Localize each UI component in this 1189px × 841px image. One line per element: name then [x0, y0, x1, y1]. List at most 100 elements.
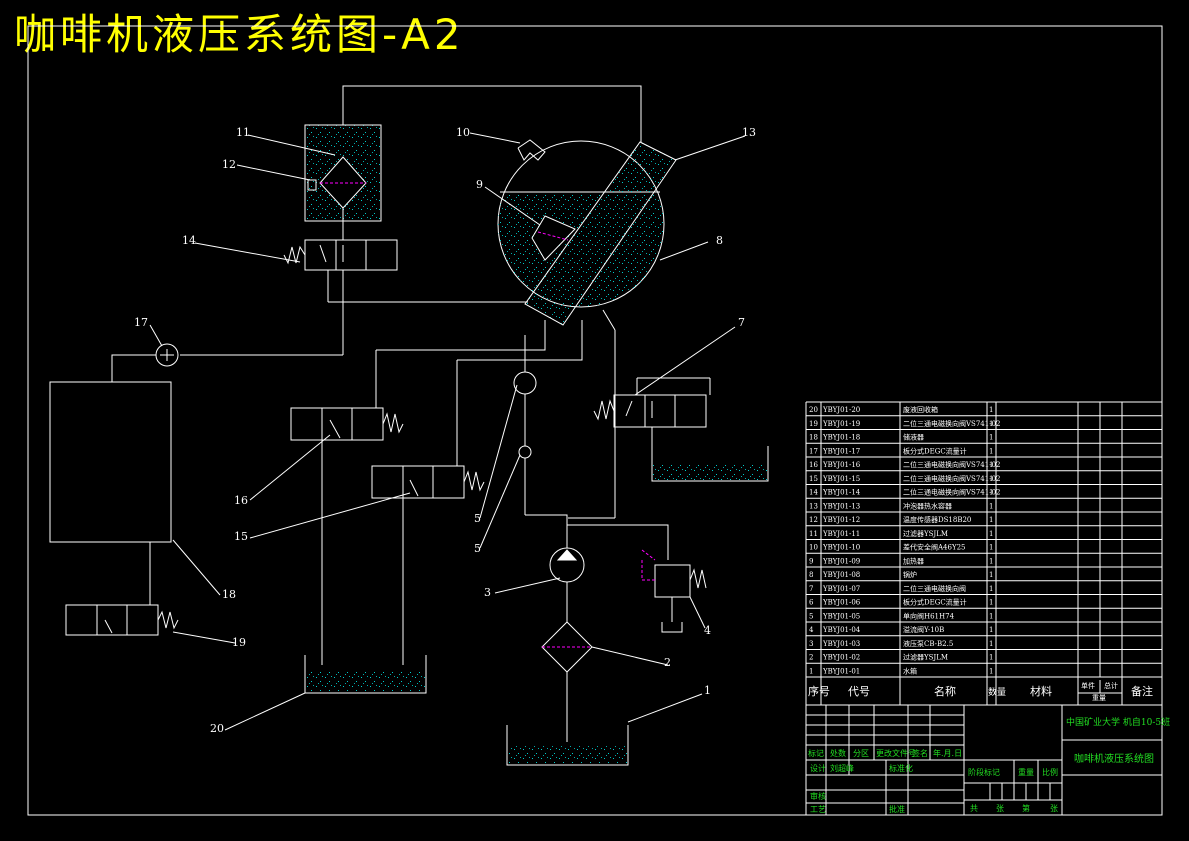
bom-cell-qty: 1	[989, 530, 993, 538]
bom-cell-code: YBYJ01-07	[822, 585, 860, 593]
callout: 20	[210, 722, 224, 735]
callout-numbers: 1 2 3 4 5 5 7 8 9 10 11 12 13 14 15 16 1…	[134, 126, 756, 735]
bom-cell-qty: 1	[989, 557, 993, 565]
flowmeter-6	[513, 371, 537, 395]
bom-cell-code: YBYJ01-02	[822, 654, 860, 662]
tb-sign: 签名	[912, 748, 928, 758]
check-valve-5	[518, 445, 532, 459]
bom-cell-no: 8	[809, 571, 813, 579]
callout: 14	[182, 234, 196, 247]
tb-review: 审核	[810, 791, 826, 801]
tb-sheetunit: 张	[996, 804, 1004, 813]
bom-header-total: 总计	[1104, 681, 1118, 690]
bom-cell-no: 5	[809, 612, 813, 620]
bom-cell-name: 板分式DEGC流量计	[903, 446, 967, 455]
bom-cell-code: YBYJ01-09	[822, 557, 860, 565]
tb-design: 设计	[810, 763, 826, 773]
callout: 9	[476, 178, 483, 191]
callout: 10	[456, 126, 470, 139]
bom-cell-no: 6	[809, 599, 814, 607]
bom-cell-name: 板分式DEGC流量计	[903, 598, 967, 607]
bom-cell-qty: 1	[989, 420, 993, 428]
reservoir-18	[49, 381, 172, 543]
bom-cell-code: YBYJ01-08	[822, 571, 860, 579]
tb-designer: 刘超峰	[830, 763, 854, 773]
callout: 17	[134, 316, 148, 329]
bom-cell-name: 二位三通电磁换向阀VS741-02	[903, 419, 1000, 428]
bom-cell-qty: 1	[989, 502, 993, 510]
waste-box-20	[304, 655, 427, 694]
callout: 15	[234, 530, 248, 543]
bom-cell-code: YBYJ01-11	[822, 530, 860, 538]
tb-zone: 分区	[853, 749, 869, 758]
bom-table	[805, 401, 1163, 706]
drawing-title: 咖啡机液压系统图-A2	[14, 10, 465, 59]
tb-scale: 比例	[1042, 767, 1058, 777]
bom-cell-no: 19	[809, 420, 818, 428]
bom-cell-code: YBYJ01-18	[822, 434, 860, 442]
bom-cell-name: 溢流阀Y-10B	[903, 625, 944, 634]
bom-cell-code: YBYJ01-06	[822, 599, 861, 607]
bom-cell-code: YBYJ01-14	[822, 489, 861, 497]
bom-cell-qty: 1	[989, 447, 993, 455]
bom-cell-no: 16	[809, 461, 818, 469]
bom-cell-code: YBYJ01-05	[822, 612, 860, 620]
bom-cell-name: 过滤器YSJLM	[903, 653, 948, 662]
bom-cell-name: 差代安全阀A46Y25	[903, 543, 966, 552]
brewer-13	[524, 141, 677, 326]
bom-header: 序号 代号 名称 数量 材料 单件 总计 重量 备注	[808, 681, 1153, 702]
bom-header-no: 序号	[808, 684, 830, 698]
bom-cell-code: YBYJ01-03	[822, 640, 860, 648]
tb-sheetunit2: 张	[1050, 804, 1058, 813]
callout: 8	[716, 234, 723, 247]
bom-cell-code: YBYJ01-20	[822, 406, 860, 414]
temp-sensor-12	[307, 179, 317, 191]
bom-header-weight: 重量	[1092, 694, 1106, 702]
title-block-text: 中国矿业大学 机自10-5班 咖啡机液压系统图 标记 处数 分区 更改文件号 签…	[808, 716, 1170, 814]
bom-cell-code: YBYJ01-10	[822, 544, 860, 552]
bom-cell-no: 3	[809, 640, 813, 648]
leader-lines	[149, 132, 746, 731]
bom-cell-name: 冲泡器热水容器	[903, 501, 952, 510]
bom-cell-name: 液压泵CB-B2.5	[903, 639, 953, 648]
tank-1	[506, 725, 629, 766]
callout: 5	[474, 512, 481, 525]
bom-cell-code: YBYJ01-16	[822, 461, 861, 469]
bom-cell-no: 14	[809, 489, 818, 497]
bom-cell-name: 二位三通电磁换向阀VS741-02	[903, 488, 1000, 497]
bom-cell-qty: 1	[989, 612, 993, 620]
bom-cell-qty: 1	[989, 640, 993, 648]
callout: 2	[664, 656, 671, 669]
bom-cell-code: YBYJ01-01	[822, 667, 860, 675]
pipe-top-loop	[342, 85, 642, 142]
bom-cell-qty: 1	[989, 599, 993, 607]
bom-cell-qty: 1	[989, 626, 993, 634]
tb-stage: 阶段标记	[968, 767, 1000, 777]
bom-cell-no: 7	[809, 585, 813, 593]
bom-header-remark: 备注	[1131, 684, 1153, 698]
title-block	[805, 704, 1163, 816]
bom-cell-no: 12	[809, 516, 818, 524]
bom-cell-name: 温度传感器DS18B20	[903, 515, 971, 524]
bom-cell-qty: 1	[989, 475, 993, 483]
bom-cell-no: 10	[809, 544, 818, 552]
bom-cell-qty: 1	[989, 571, 993, 579]
bom-cell-code: YBYJ01-15	[822, 475, 860, 483]
bom-cell-code: YBYJ01-17	[822, 447, 860, 455]
callout: 13	[742, 126, 756, 139]
bom-cell-no: 4	[809, 626, 814, 634]
bom-cell-qty: 1	[989, 585, 993, 593]
bom-cell-no: 13	[809, 502, 818, 510]
heater-9-element	[531, 215, 576, 261]
callout: 19	[232, 636, 246, 649]
tb-weight: 重量	[1018, 767, 1034, 777]
tank-7	[651, 446, 769, 482]
bom-cell-name: 过滤器YSJLM	[903, 529, 948, 538]
bom-cell-name: 单向阀H61H74	[903, 611, 955, 620]
tb-count: 处数	[830, 748, 846, 758]
callout: 5	[474, 542, 481, 555]
callout: 3	[484, 586, 491, 599]
valve-15	[371, 360, 485, 499]
bom-header-material: 材料	[1030, 684, 1052, 698]
